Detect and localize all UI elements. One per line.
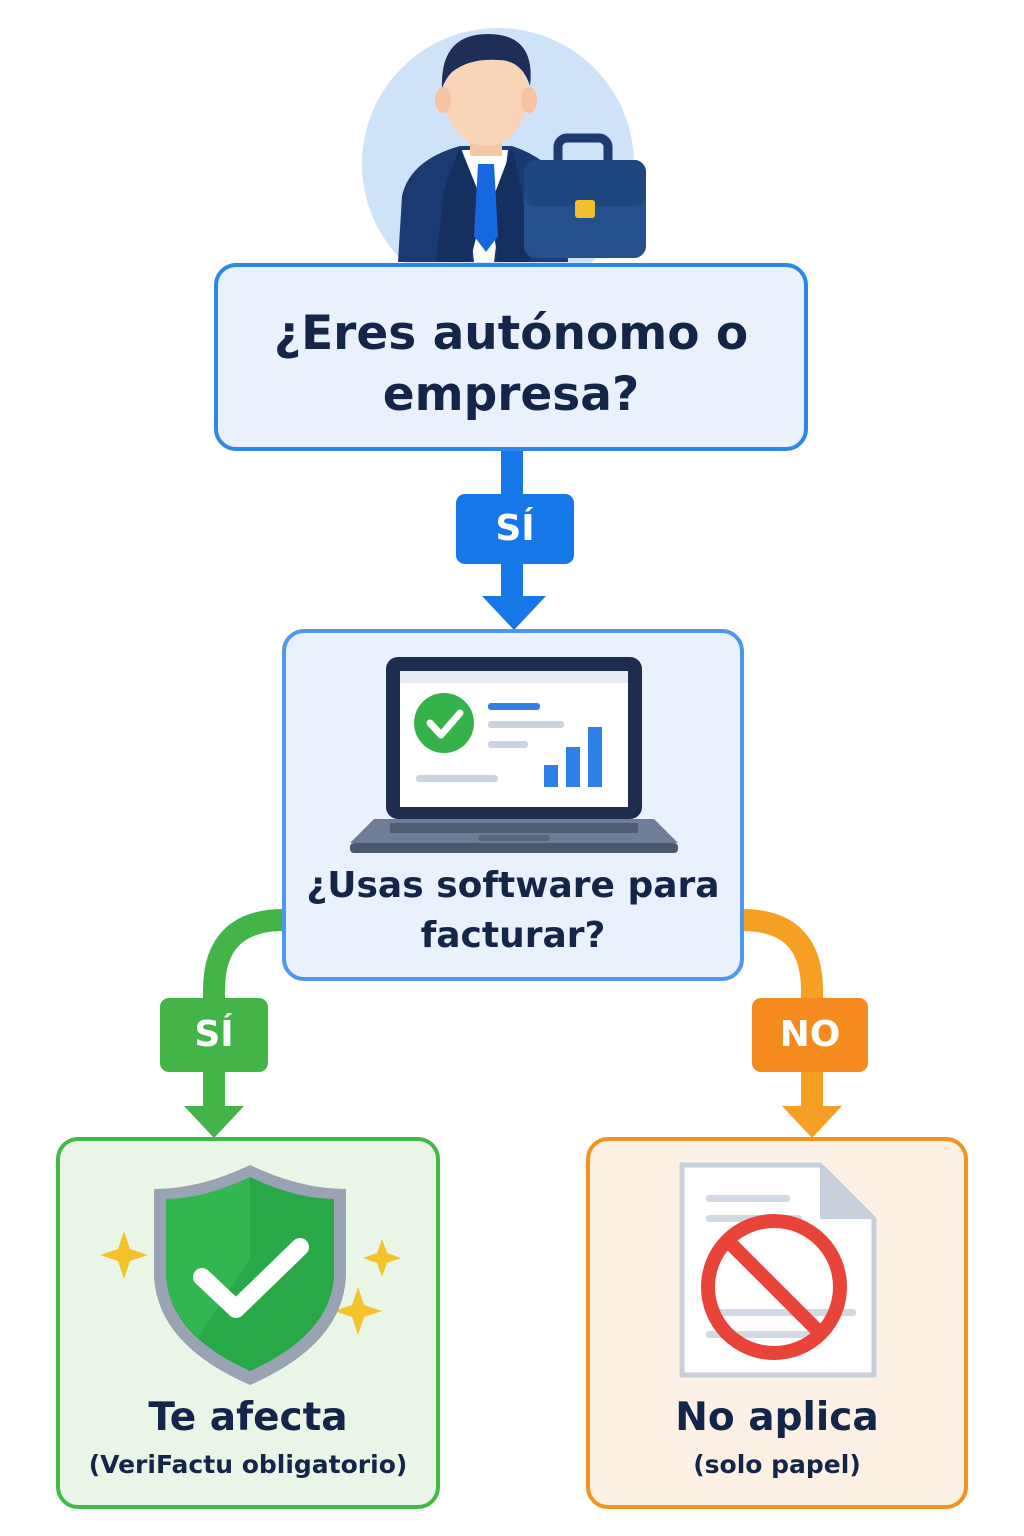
result-box-yes: Te afecta (VeriFactu obligatorio) [56, 1137, 440, 1509]
result-yes-title: Te afecta [148, 1395, 348, 1440]
result-no-title: No aplica [675, 1395, 879, 1440]
arrow-q2-to-yes [184, 909, 285, 1138]
no-badge-right: NO [752, 998, 868, 1072]
question-box-1: ¿Eres autónomo o empresa? [214, 263, 808, 451]
laptop-with-checkmark-chart-icon [350, 657, 678, 853]
result-box-no: No aplica (solo papel) [586, 1137, 968, 1509]
result-yes-subtitle: (VeriFactu obligatorio) [88, 1450, 408, 1479]
yes-badge-top: SÍ [456, 494, 574, 564]
green-shield-checkmark-icon [100, 1165, 401, 1385]
question-box-2: ¿Usas software para facturar? [282, 629, 744, 981]
document-prohibited-icon [679, 1162, 877, 1378]
question-2-text: ¿Usas software para facturar? [306, 865, 720, 956]
question-1-text: ¿Eres autónomo o empresa? [273, 306, 749, 422]
businessman-with-briefcase-icon [362, 28, 646, 268]
yes-badge-left: SÍ [160, 998, 268, 1072]
result-no-subtitle: (solo papel) [693, 1450, 861, 1479]
arrow-q2-to-no [741, 909, 842, 1138]
